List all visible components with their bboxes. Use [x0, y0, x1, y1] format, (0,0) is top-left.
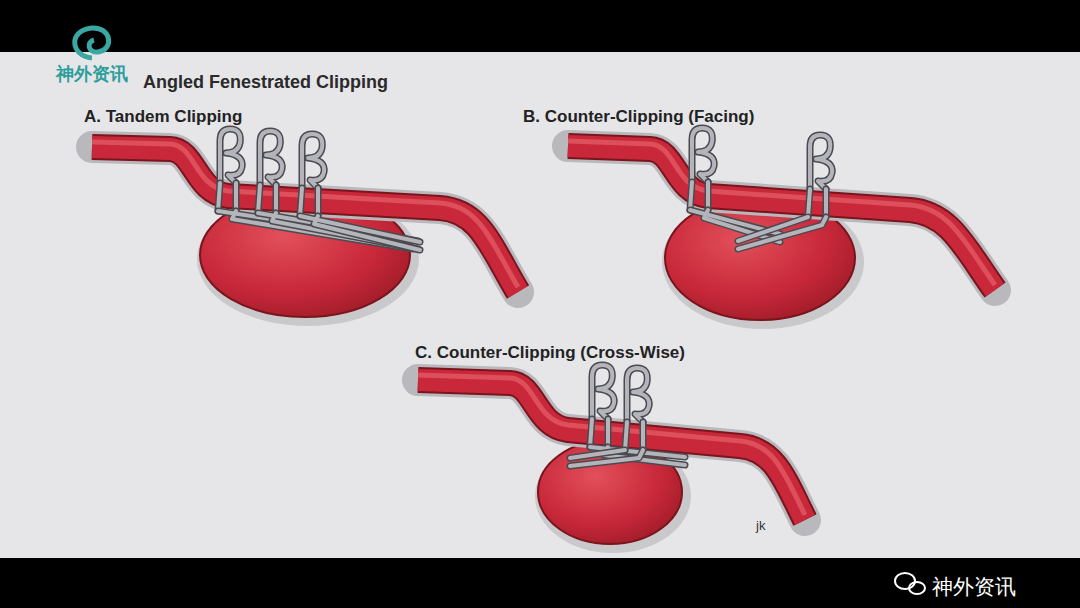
- slide-background: [0, 52, 1080, 558]
- clip-spring-outline: [627, 368, 649, 422]
- clip-fenestration-outline: [218, 183, 236, 211]
- clip-blade: [738, 217, 826, 249]
- clip-blade: [300, 216, 420, 250]
- clip-fenestration: [590, 419, 608, 447]
- clip-blade-outline: [690, 210, 780, 242]
- clip-fenestration: [218, 183, 236, 211]
- clip-fenestration: [258, 185, 276, 213]
- clip-blade: [570, 450, 643, 466]
- vessel-outline: [568, 146, 995, 290]
- clip-fenestration-outline: [300, 188, 318, 216]
- clip-blade: [690, 210, 780, 242]
- logo-text: 神外资讯: [56, 62, 128, 86]
- panel-label: B. Counter-Clipping (Facing): [523, 107, 754, 127]
- clip-spring: [810, 135, 832, 189]
- slide-title: Angled Fenestrated Clipping: [143, 72, 388, 93]
- wechat-icon: [909, 582, 925, 594]
- clip-fenestration: [300, 188, 318, 216]
- panel-label: C. Counter-Clipping (Cross-Wise): [415, 343, 685, 363]
- clip-spring: [220, 129, 242, 183]
- clip-spring-outline: [220, 129, 242, 183]
- clip-fenestration-outline: [690, 182, 708, 210]
- clip-spring: [692, 128, 714, 182]
- wechat-icon: [895, 573, 915, 589]
- clip-blade-outline: [300, 216, 420, 250]
- artist-signature: jk: [756, 518, 765, 533]
- clip-spring-outline: [260, 131, 282, 185]
- clip-fenestration-outline: [258, 185, 276, 213]
- clip-fenestration-outline: [625, 422, 643, 450]
- clip-fenestration-outline: [590, 419, 608, 447]
- clip-spring: [260, 131, 282, 185]
- dome-shadow: [535, 439, 691, 553]
- clip-spring-outline: [810, 135, 832, 189]
- panel-label: A. Tandem Clipping: [84, 107, 242, 127]
- clip-spring: [627, 368, 649, 422]
- clip-spring-outline: [592, 365, 614, 419]
- clip-spring-outline: [692, 128, 714, 182]
- clip-spring: [302, 134, 324, 188]
- vessel-shadow: [568, 146, 995, 290]
- clip-fenestration: [808, 189, 826, 217]
- clip-fenestration: [625, 422, 643, 450]
- vessel-highlight: [568, 141, 995, 285]
- clip-spring-outline: [302, 134, 324, 188]
- clip-blade-outline: [570, 450, 643, 466]
- clip-blade-outline: [738, 217, 826, 249]
- watermark: 神外资讯: [932, 573, 1016, 601]
- clip-fenestration: [690, 182, 708, 210]
- logo-icon: [75, 28, 109, 58]
- clip-fenestration-outline: [808, 189, 826, 217]
- parent-artery: [568, 146, 995, 290]
- clip-spring: [592, 365, 614, 419]
